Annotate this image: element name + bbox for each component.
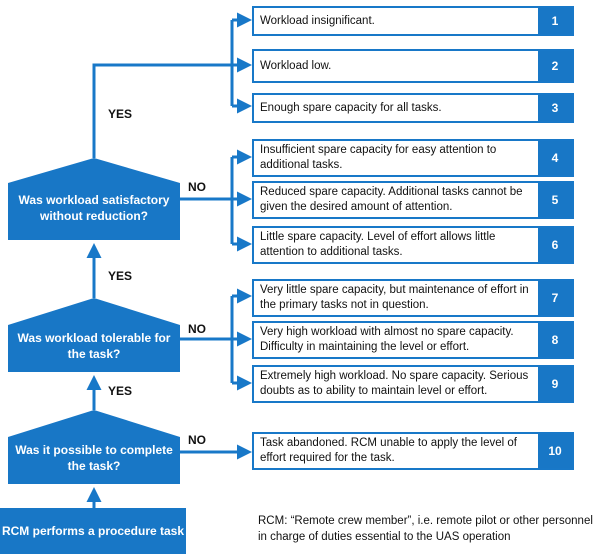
rating-box-9: Extremely high workload. No spare capaci… [252, 365, 574, 403]
rating-text: Very little spare capacity, but maintena… [260, 284, 529, 311]
rating-box-1: Workload insignificant. 1 [252, 6, 574, 36]
yes-label-3: YES [108, 384, 133, 398]
rating-number: 10 [538, 434, 572, 468]
yes-label-1: YES [108, 107, 133, 121]
footnote: RCM: “Remote crew member”, i.e. remote p… [258, 515, 593, 543]
rating-box-2: Workload low. 2 [252, 49, 574, 83]
rating-text: Insufficient spare capacity for easy att… [260, 144, 497, 171]
no-label-3: NO [188, 433, 206, 447]
question-tolerable: Was workload tolerable for the task? [17, 331, 171, 361]
rating-text: Extremely high workload. No spare capaci… [260, 370, 529, 397]
rating-number: 1 [538, 8, 572, 34]
rating-text: Task abandoned. RCM unable to apply the … [260, 437, 517, 464]
question-satisfactory: Was workload satisfactory without reduct… [18, 193, 170, 223]
rating-box-3: Enough spare capacity for all tasks. 3 [252, 93, 574, 123]
question-complete: Was it possible to complete the task? [15, 443, 173, 473]
start-box: RCM performs a procedure task [0, 508, 186, 554]
rating-text: Workload low. [260, 59, 332, 72]
no-label-1: NO [188, 180, 206, 194]
no-label-2: NO [188, 322, 206, 336]
rating-number: 6 [538, 228, 572, 262]
decision-shape-tolerable [8, 298, 180, 372]
rating-number: 9 [538, 367, 572, 401]
rating-text: Little spare capacity. Level of effort a… [260, 231, 496, 258]
rating-box-4: Insufficient spare capacity for easy att… [252, 139, 574, 177]
rating-text: Reduced spare capacity. Additional tasks… [260, 186, 523, 213]
rating-box-5: Reduced spare capacity. Additional tasks… [252, 181, 574, 219]
rating-box-10: Task abandoned. RCM unable to apply the … [252, 432, 574, 470]
rating-text: Workload insignificant. [260, 14, 375, 27]
decision-shape-complete [8, 410, 180, 484]
rating-box-6: Little spare capacity. Level of effort a… [252, 226, 574, 264]
rating-number: 5 [538, 183, 572, 217]
rating-number: 2 [538, 51, 572, 81]
yes-label-2: YES [108, 269, 133, 283]
decision-shape-satisfactory [8, 158, 180, 240]
rating-text: Enough spare capacity for all tasks. [260, 101, 442, 114]
rating-box-8: Very high workload with almost no spare … [252, 321, 574, 359]
rating-number: 7 [538, 281, 572, 315]
rating-number: 8 [538, 323, 572, 357]
rating-box-7: Very little spare capacity, but maintena… [252, 279, 574, 317]
rating-text: Very high workload with almost no spare … [260, 326, 514, 353]
rating-number: 4 [538, 141, 572, 175]
rating-number: 3 [538, 95, 572, 121]
